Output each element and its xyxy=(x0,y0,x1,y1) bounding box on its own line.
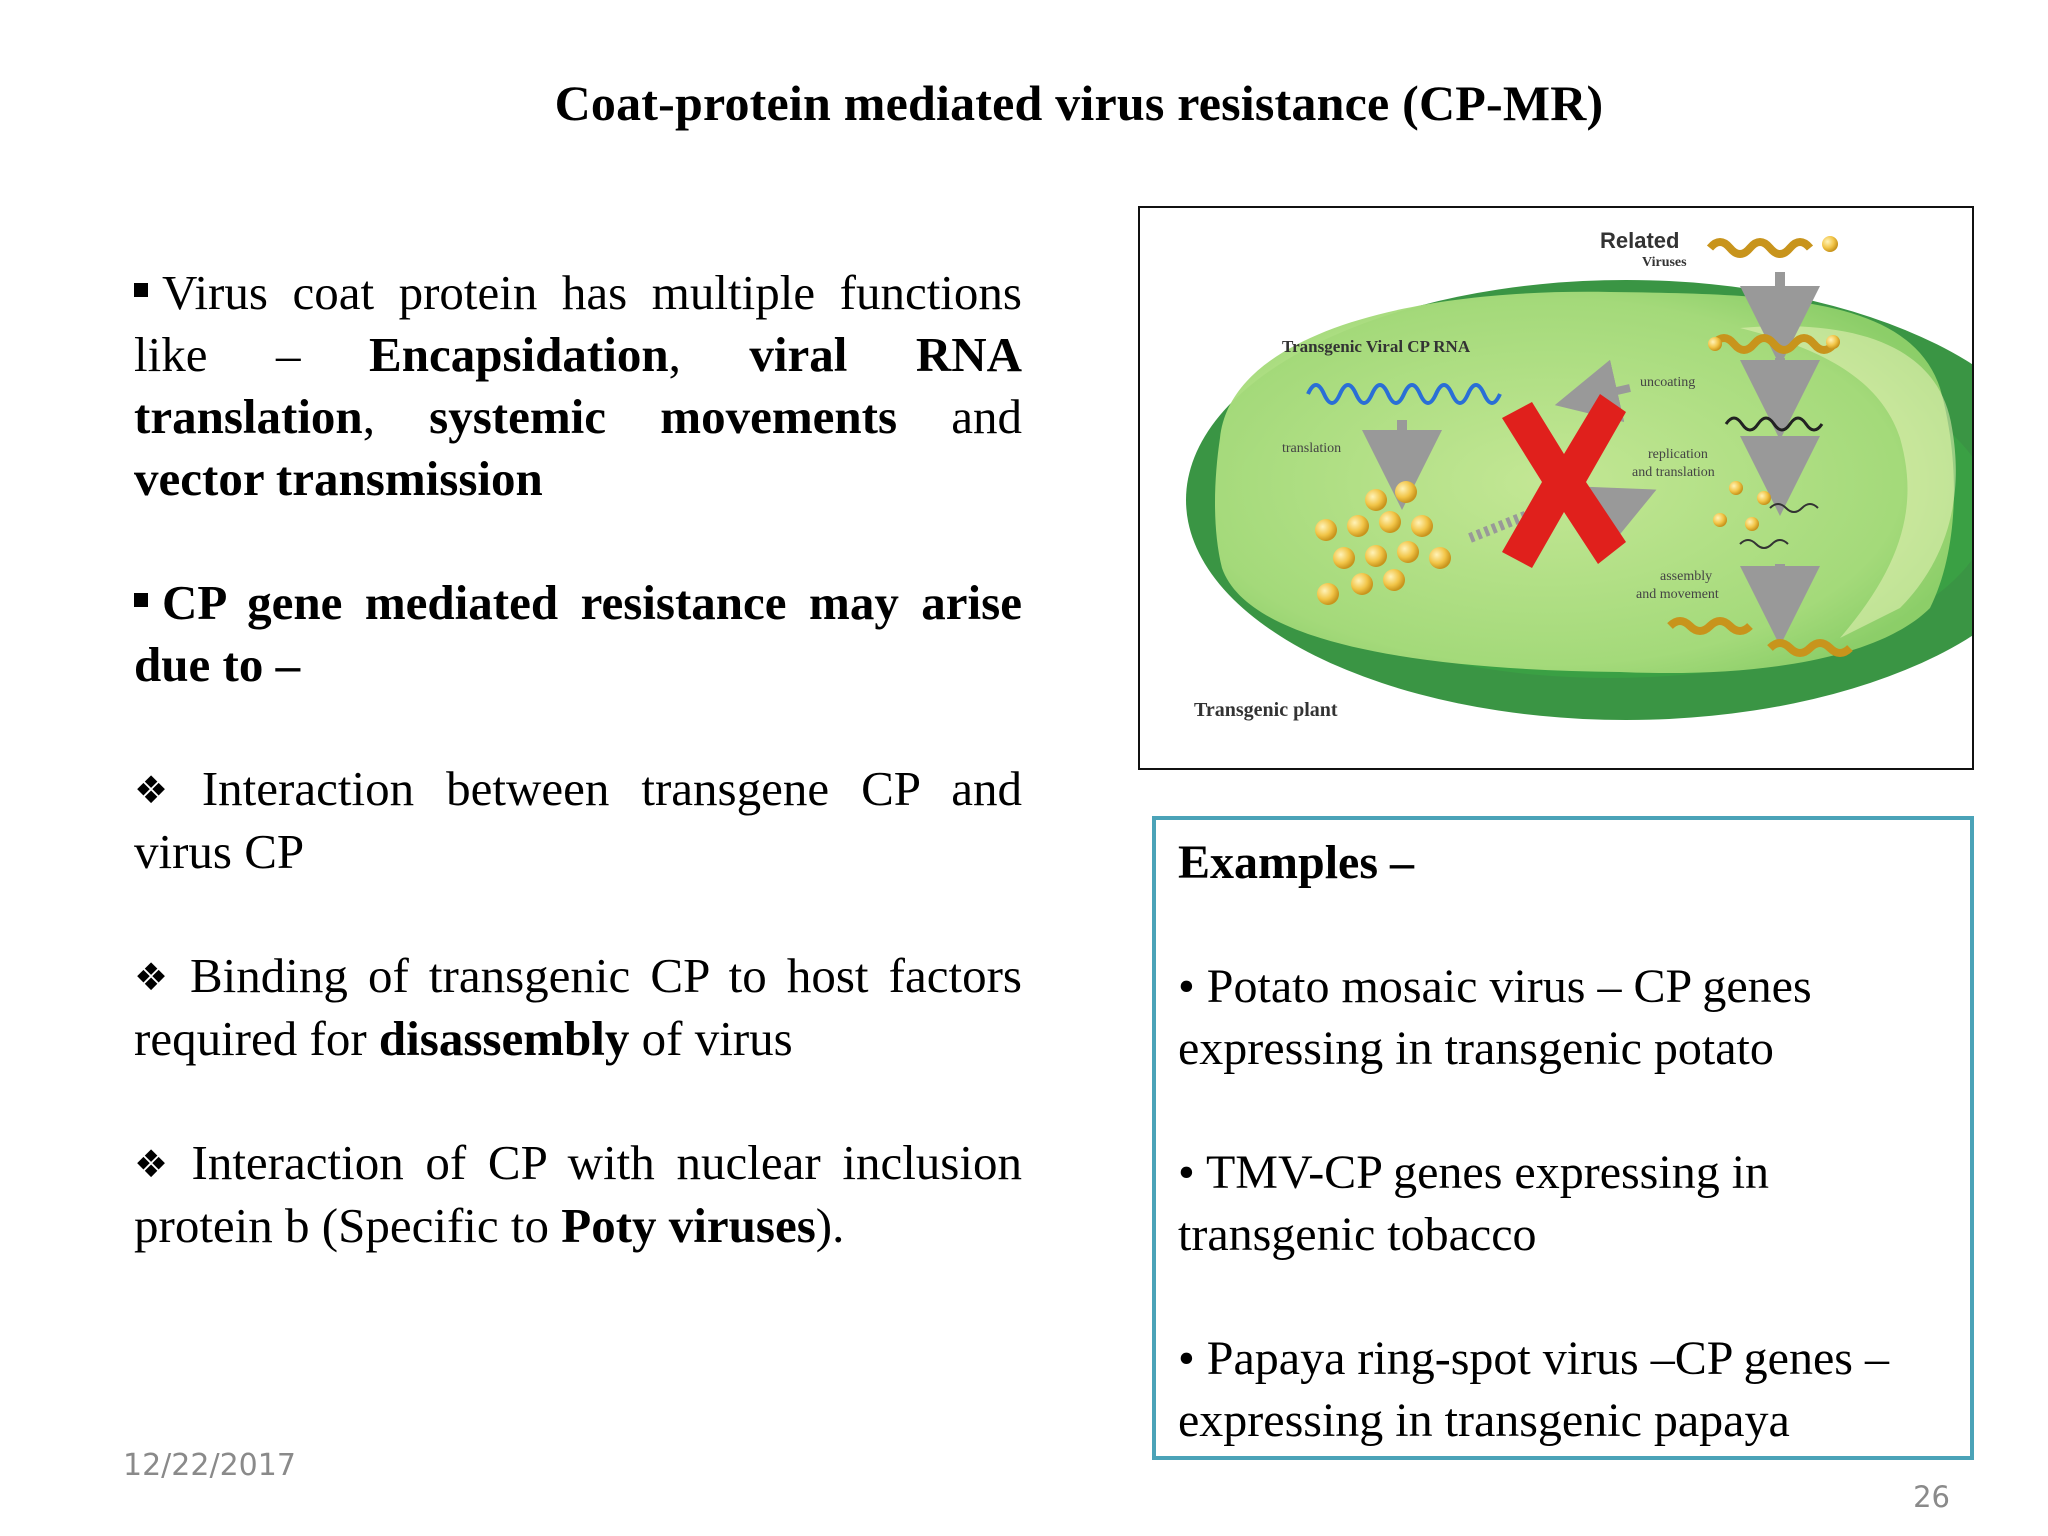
bold-encapsidation: Encapsidation xyxy=(369,327,669,382)
viral-rna-strand-icon xyxy=(1724,416,1824,432)
virus-particle-chain-icon xyxy=(1708,334,1840,354)
slide-date: 12/22/2017 xyxy=(123,1448,296,1483)
example-item: • Potato mosaic virus – CP genes express… xyxy=(1178,960,1812,1075)
bold-poty-viruses: Poty viruses xyxy=(561,1198,816,1253)
example-item: • TMV-CP genes expressing in transgenic … xyxy=(1178,1146,1770,1261)
replication-particles-icon xyxy=(1713,481,1819,549)
label-viruses: Viruses xyxy=(1642,255,1687,270)
cell-highlight xyxy=(1740,326,1956,638)
transgenic-rna-strand-icon xyxy=(1306,383,1502,405)
text-run: Interaction between transgene CP and vir… xyxy=(134,761,1022,879)
bold-cp-resistance-heading: CP gene mediated resistance may arise du… xyxy=(134,575,1022,692)
paragraph-coat-protein-functions: Virus coat protein has multiple function… xyxy=(134,262,1022,510)
assembled-virus-icon xyxy=(1667,617,1853,657)
bold-disassembly: disassembly xyxy=(378,1011,630,1066)
label-translation: translation xyxy=(1282,441,1341,456)
paragraph-nuclear-inclusion: ❖Interaction of CP with nuclear inclusio… xyxy=(134,1132,1022,1257)
example-item: • Papaya ring-spot virus –CP genes – exp… xyxy=(1178,1332,1889,1447)
bold-vector-transmission: vector transmission xyxy=(134,451,543,506)
text-run: , xyxy=(668,327,750,382)
label-replication-2: and translation xyxy=(1632,465,1715,480)
block-cross-icon xyxy=(1502,394,1626,568)
cp-mr-diagram-figure: Related Viruses uncoating replication an… xyxy=(1138,206,1974,770)
paragraph-interaction-transgene: ❖Interaction between transgene CP and vi… xyxy=(134,758,1022,883)
transgenic-cp-particles-icon xyxy=(1315,481,1451,605)
text-run: Virus coat protein has multiple function… xyxy=(134,265,1022,382)
label-assembly-2: and movement xyxy=(1636,587,1719,602)
label-uncoating: uncoating xyxy=(1640,375,1695,390)
label-assembly-1: assembly xyxy=(1660,569,1712,584)
examples-box: Examples – • Potato mosaic virus – CP ge… xyxy=(1152,816,1974,1460)
text-run: ). xyxy=(815,1198,845,1253)
label-related: Related xyxy=(1600,228,1679,253)
square-bullet-icon xyxy=(134,593,148,607)
cp-mr-diagram-svg: Related Viruses uncoating replication an… xyxy=(1186,228,1972,721)
arrow-uncoating xyxy=(1554,359,1631,423)
diamond-bullet-icon: ❖ xyxy=(134,768,188,812)
related-virus-icon xyxy=(1706,236,1838,258)
text-run: Interaction of CP with nuclear inclusion… xyxy=(134,1135,1022,1253)
diamond-bullet-icon: ❖ xyxy=(134,955,176,999)
text-run: and xyxy=(897,389,1022,444)
bold-systemic-movements: systemic movements xyxy=(429,389,898,444)
label-cp-rna: Transgenic Viral CP RNA xyxy=(1282,337,1471,356)
slide-title: Coat-protein mediated virus resistance (… xyxy=(554,75,1604,131)
examples-heading: Examples – xyxy=(1178,836,1415,889)
paragraph-cp-resistance: CP gene mediated resistance may arise du… xyxy=(134,572,1022,696)
text-run: of virus xyxy=(629,1011,793,1066)
label-transgenic-plant: Transgenic plant xyxy=(1194,699,1338,721)
text-run: Binding of transgenic CP to host factors… xyxy=(134,948,1022,1066)
diamond-bullet-icon: ❖ xyxy=(134,1142,178,1186)
label-replication-1: replication xyxy=(1648,447,1708,462)
bold-viral-rna-translation: viral RNA translation xyxy=(134,327,1022,444)
square-bullet-icon xyxy=(134,283,148,297)
left-text-column: Virus coat protein has multiple function… xyxy=(134,262,1022,1257)
paragraph-binding-host-factors: ❖Binding of transgenic CP to host factor… xyxy=(134,945,1022,1070)
slide-page-number: 26 xyxy=(1913,1480,1950,1514)
text-run: , xyxy=(362,389,430,444)
